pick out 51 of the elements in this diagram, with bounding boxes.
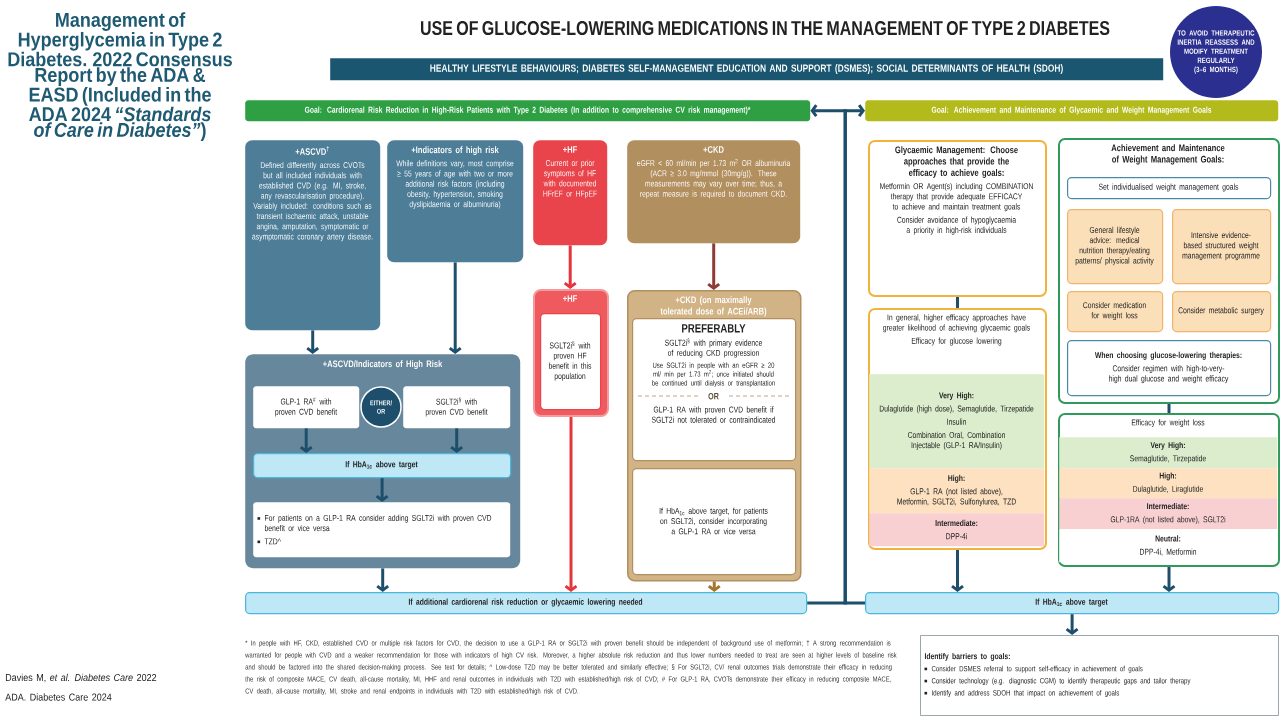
option-box: Consider metabolic surgery (1172, 291, 1272, 333)
guidance-box: Set individualised weight management goals (1067, 177, 1272, 200)
arrow (299, 428, 313, 453)
connector-line (956, 297, 959, 308)
side-heading: Management of Hyperglycemia in Type 2 Diabetes. 2022 Consensus Report by the ADA & EASD (Included in the ADA 2024 “Standards of Care in Diabetes”) (8, 12, 232, 141)
arrow (564, 417, 578, 592)
goal-bar: Goal: Cardiorenal Risk Reduction in High-Risk Patients with Type 2 Diabetes (In addition to comprehensive CV risk management)* (245, 100, 811, 122)
lifestyle-banner: HEALTHY LIFESTYLE BEHAVIOURS; DIABETES SELF-MANAGEMENT EDUCATION AND SUPPORT (DSMES); SOCIAL DETERMINANTS OF HEALTH (SDOH) (330, 58, 1164, 81)
condition-box: +Indicators of high risk While definitions vary, most comprise ≥ 55 years of age with two or more additional risk factors (including obesity, hypertension, smoking dyslipidaemia or albuminuria) (387, 140, 524, 263)
efficacy-band: Intermediate: GLP-1RA (not listed above), SGLT2i (1059, 498, 1278, 530)
arrow (376, 568, 390, 592)
efficacy-band: High: Dulaglutide, Liraglutide (1059, 468, 1278, 499)
treatment-box: For patients on a GLP-1 RA consider adding SGLT2i with proven CVD benefit or vice versa TZD^ (253, 502, 511, 558)
connector-line (1167, 404, 1171, 413)
action-bar: If HbA$_{1c}$ above target (253, 453, 512, 479)
arrow (1065, 614, 1079, 635)
action-bar: If HbA$_{1c}$ above target (865, 592, 1280, 615)
option-box: Intensive evidence-based structured weight management programme (1172, 209, 1272, 285)
option-box: Consider medication for weight loss (1067, 291, 1164, 333)
efficacy-band: Intermediate: DPP-4i (869, 513, 1045, 547)
arrow (448, 262, 462, 354)
efficacy-band: Very High: Dulaglutide (high dose), Semaglutide, Tirzepatide Insulin Combination Oral, Combination Injectable (GLP-1 RA/Insulin) (869, 374, 1045, 469)
efficacy-band: High: GLP-1 RA (not listed above), Metformin, SGLT2i, Sulfonylurea, TZD (869, 468, 1045, 514)
efficacy-band: Very High: Semaglutide, Tirzepatide (1059, 437, 1278, 469)
arrow (375, 478, 389, 502)
arrow (951, 550, 964, 592)
treatment-box: SGLT2i$^{§}$ with proven CVD benefit (403, 386, 511, 429)
arrow (707, 243, 721, 290)
arrow (306, 330, 320, 354)
action-bar: If additional cardiorenal risk reduction or glycaemic lowering needed (245, 592, 808, 615)
efficacy-band: Neutral: DPP-4i, Metformin (1059, 529, 1278, 563)
treatment-box: GLP-1 RA$^{#}$ with proven CVD benefit (253, 386, 360, 429)
condition-box: +ASCVD$^{†}$ Defined differently across CVOTs but all included individuals with established CVD (e.g. MI, stroke, any revascularisation procedure). Variably included: conditions such as transient ischaemic attack, unstable angina, amputation, symptomatic or asymptomatic coronary artery disease. (245, 140, 381, 331)
node-label: DPP-4i, Metformin (1140, 548, 1197, 556)
guidance-box: Glycaemic Management: Choose approaches that provide the efficacy to achieve goals: Metformin OR Agent(s) including COMBINATION therapy that provide adequate EFFICACY to achieve and maintain treatment goals Consider avoidance of hypoglycaemia a priority in high-risk individuals (868, 140, 1047, 297)
arrow (843, 104, 865, 605)
arrow (450, 428, 464, 453)
arrow (563, 245, 577, 289)
citation: Davies M, et al. Diabetes Care 2022 (5, 673, 157, 683)
arrow (807, 104, 847, 605)
option-box: General lifestyle advice: medical nutrition therapy/eating patterns/ physical activity (1067, 209, 1164, 285)
goal-bar: Goal: Achievement and Maintenance of Glycaemic and Weight Management Goals (865, 100, 1279, 122)
guidance-box: When choosing glucose-lowering therapies: Consider regimen with high-to-very-high dual glucose and weight efficacy (1067, 340, 1272, 397)
condition-box: +CKD eGFR < 60 ml/min per 1.73 m$^{2}$ OR albuminuria (ACR ≥ 3.0 mg/mmol (30mg/g)). These measurements may vary over time; thus, a repeat measure is required to document CKD. (627, 140, 801, 244)
treatment-box: If HbA$_{1c}$ above target, for patients on SGLT2i, consider incorporating a GLP-1 RA or vice versa (632, 468, 797, 576)
citation: ADA. Diabetes Care 2024 (5, 693, 112, 701)
arrow (1162, 567, 1176, 592)
condition-box: +HF Current or prior symptoms of HF with documented HFrEF or HFpEF (533, 140, 608, 246)
treatment-box: SGLT2i$^{§}$ with proven HF benefit in this population (540, 313, 602, 411)
node-label: Neutral: (1155, 535, 1181, 542)
title: USE OF GLUCOSE-LOWERING MEDICATIONS IN THE MANAGEMENT OF TYPE 2 DIABETES (421, 20, 1110, 36)
